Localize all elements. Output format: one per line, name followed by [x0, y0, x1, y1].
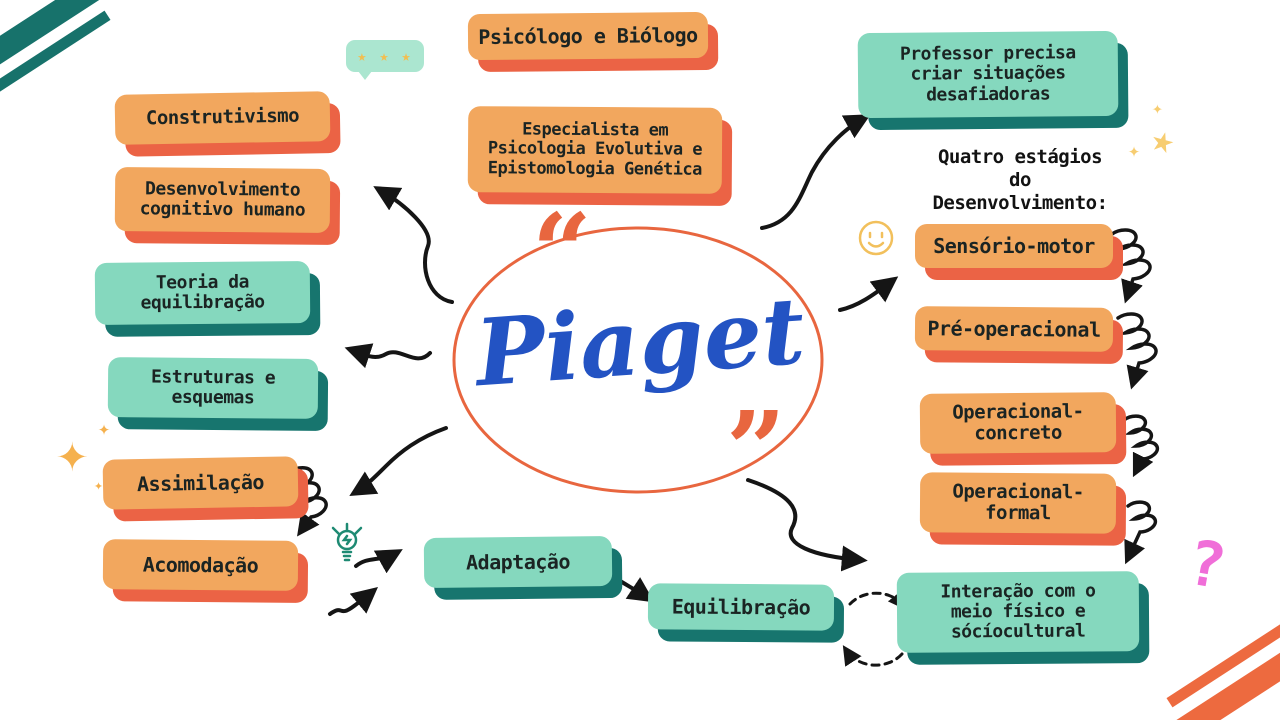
- cycle-arrows-icon: [842, 589, 908, 667]
- coil-opformal-interacao: [1124, 500, 1158, 565]
- stages-heading: Quatro estágios do Desenvolvimento:: [932, 146, 1108, 214]
- arrow-to-adaptacao: [354, 549, 403, 574]
- node-interacao-meio: Interação com o meio físico e sócíocultu…: [896, 571, 1140, 653]
- stars-bubble-icon: ★ ★ ★: [346, 40, 424, 80]
- arrow-to-cognitive: [373, 186, 454, 304]
- sparkle-icon: ✦: [1128, 138, 1141, 162]
- arrow-to-assimilacao: [349, 426, 448, 497]
- sparkle-icon: ✦: [56, 421, 89, 484]
- question-mark-decoration: ?: [1181, 525, 1232, 604]
- arrow-to-estruturas: [344, 343, 432, 369]
- smiley-icon: [858, 220, 894, 256]
- node-teoria-equilibracao: Teoria da equilibração: [94, 261, 311, 325]
- coil-preoperacional-opconcreto: [1116, 312, 1158, 390]
- node-pre-operacional: Pré-operacional: [914, 306, 1114, 352]
- node-professor-situacoes: Professor precisa criar situações desafi…: [857, 30, 1119, 119]
- sparkle-icon: ✦: [94, 476, 104, 494]
- coil-opconcreto-opformal: [1122, 414, 1160, 478]
- node-desenvolvimento-cognitivo: Desenvolvimento cognitivo humano: [114, 167, 331, 233]
- node-adaptacao: Adaptação: [423, 536, 613, 588]
- sparkle-icon: ✦: [1152, 98, 1163, 119]
- node-operacional-formal: Operacional- formal: [919, 472, 1117, 534]
- node-assimilacao: Assimilação: [102, 456, 299, 510]
- node-construtivismo: Construtivismo: [114, 91, 331, 145]
- arrow-adaptacao-equilibracao: [610, 574, 655, 603]
- node-psicologo-biologo: Psicólogo e Biólogo: [467, 11, 709, 61]
- node-especialista: Especialista em Psicologia Evolutiva e E…: [467, 106, 723, 194]
- node-sensorio-motor: Sensório-motor: [915, 224, 1113, 268]
- sparkle-icon: ✦: [98, 416, 111, 440]
- quote-close-icon: ”: [726, 388, 786, 511]
- node-operacional-concreto: Operacional- concreto: [919, 392, 1117, 454]
- node-acomodacao: Acomodação: [102, 539, 299, 591]
- arrow-to-estagios: [838, 276, 899, 312]
- arrow-swoosh-bottom-left: [328, 587, 378, 616]
- coil-sensorio-preoperacional: [1110, 228, 1152, 304]
- center-title: Piaget: [472, 276, 808, 408]
- lightbulb-icon: [331, 522, 363, 562]
- node-equilibracao: Equilibração: [647, 583, 835, 631]
- arrow-to-professor: [760, 114, 871, 230]
- star-icon: ★: [1146, 114, 1181, 164]
- quote-open-icon: “: [532, 190, 592, 313]
- node-estruturas-esquemas: Estruturas e esquemas: [107, 357, 319, 419]
